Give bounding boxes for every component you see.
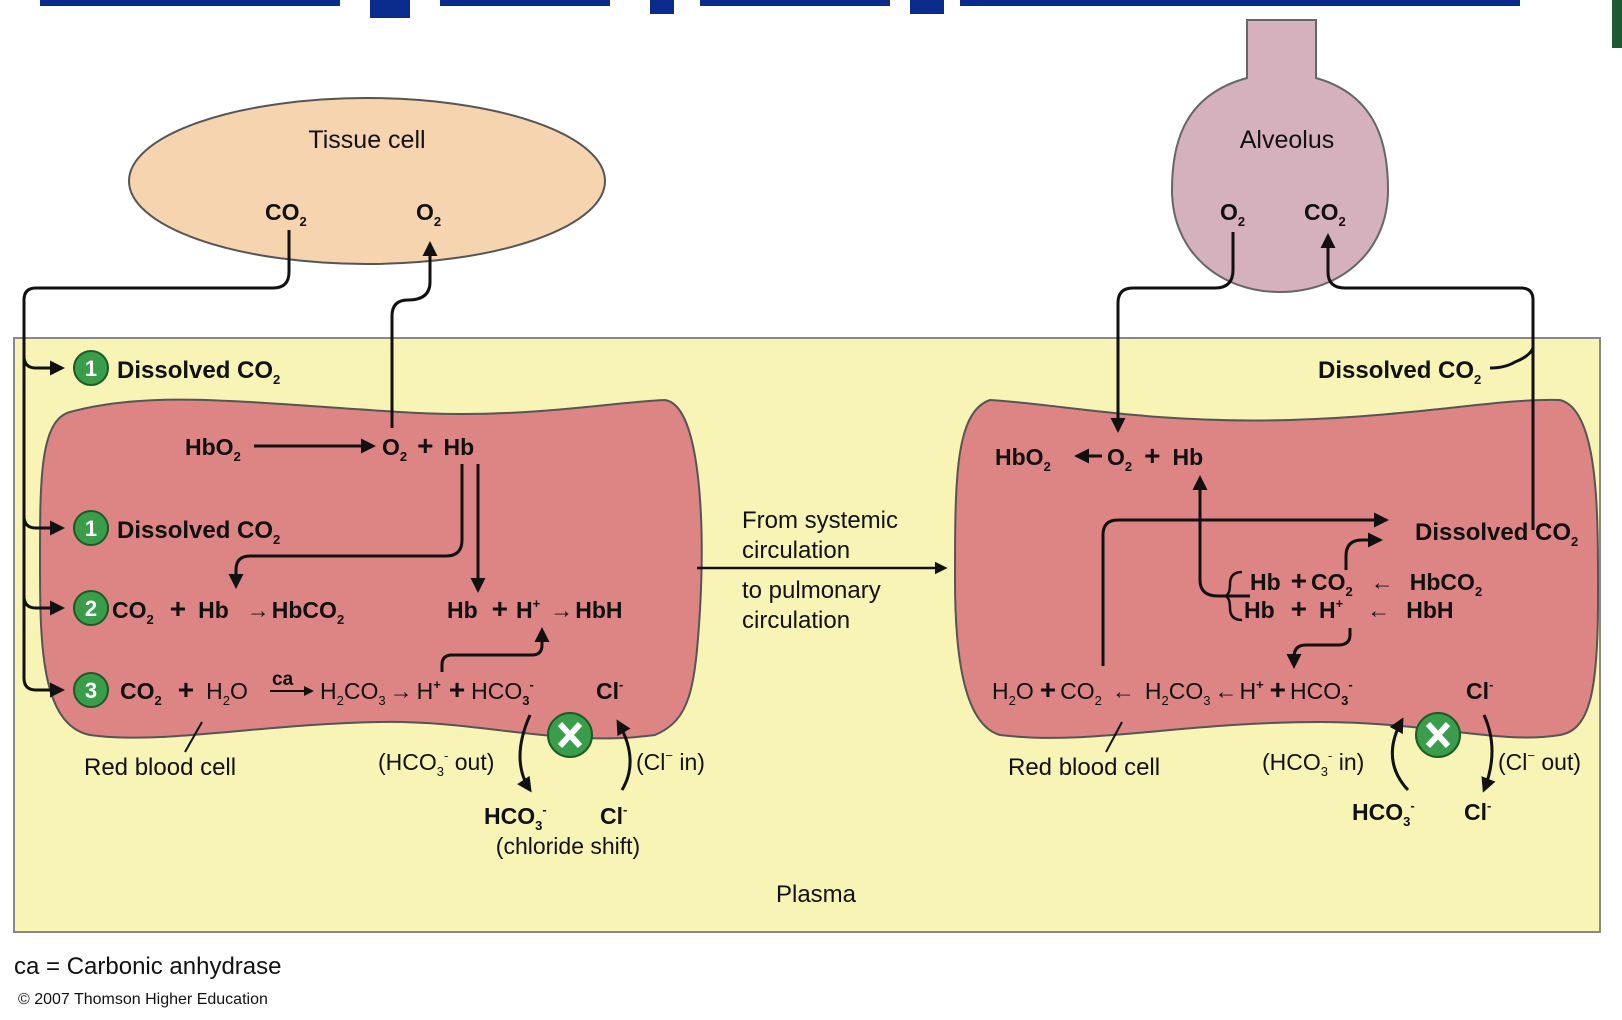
tissue-co2-label: CO2 bbox=[265, 199, 307, 229]
rbc-left-pointer bbox=[184, 721, 203, 753]
left-ca-label: ca bbox=[272, 669, 294, 690]
right-cl-in-cell: Cl- bbox=[1466, 677, 1493, 704]
hb-to-row2-arrow bbox=[228, 464, 464, 589]
alveolus-o2-label: O2 bbox=[1220, 199, 1245, 229]
right-dissolved-co2-cell: Dissolved CO2 bbox=[1415, 519, 1578, 549]
edge-bar bbox=[1612, 0, 1622, 48]
dissolved-plasma-hook bbox=[1489, 347, 1535, 370]
left-row3-equation: CO2+H2O bbox=[120, 674, 248, 708]
right-hbco2-equation: Hb+CO2←HbCO2 bbox=[1250, 565, 1482, 599]
right-hco3-in-label: (HCO3- in) bbox=[1262, 748, 1364, 779]
anion-exchanger-right bbox=[1415, 712, 1461, 758]
right-hbh-equation: Hb+H+←HbH bbox=[1244, 593, 1454, 624]
left-cl-in-cell: Cl- bbox=[596, 677, 623, 704]
right-cl-plasma: Cl- bbox=[1464, 798, 1491, 825]
left-hco3-plasma: HCO3- bbox=[484, 802, 547, 833]
red-blood-cell-right bbox=[953, 398, 1600, 739]
right-row3-equation: H2O+CO2←H2CO3←H++HCO3- bbox=[992, 674, 1353, 708]
left-cl-plasma: Cl- bbox=[600, 802, 627, 829]
carbonic-anhydrase-note: ca = Carbonic anhydrase bbox=[14, 953, 282, 980]
left-o2-plus-hb: O2+Hb bbox=[382, 430, 474, 464]
chloride-shift-label: (chloride shift) bbox=[496, 833, 640, 859]
to-pulmonary-line1: to pulmonary bbox=[742, 577, 881, 604]
co2-to-dissolved-arrow bbox=[1344, 532, 1383, 570]
hb-up-to-hbo2-arrow bbox=[1192, 475, 1250, 598]
alveolus-label: Alveolus bbox=[1240, 126, 1335, 154]
left-dissolved-co2-plasma: Dissolved CO2 bbox=[117, 357, 280, 387]
left-hbo2-row: HbO2 bbox=[185, 434, 241, 464]
right-dissolved-co2-plasma: Dissolved CO2 bbox=[1318, 357, 1481, 387]
arrow-to-dissolved-cell bbox=[22, 515, 65, 536]
alveolus-co2-label: CO2 bbox=[1304, 199, 1346, 229]
title-fragment bbox=[370, 0, 410, 18]
alveolus-shape bbox=[1170, 19, 1390, 294]
right-hco3-plasma: HCO3- bbox=[1352, 798, 1415, 829]
o2-to-tissue-line bbox=[390, 241, 438, 428]
plasma-label: Plasma bbox=[776, 881, 857, 908]
right-cl-out-label: (Cl− out) bbox=[1498, 748, 1581, 775]
from-systemic-line1: From systemic bbox=[742, 507, 898, 534]
badge-2: 2 bbox=[73, 590, 109, 626]
tissue-cell bbox=[128, 97, 606, 265]
title-fragment bbox=[960, 0, 1520, 6]
title-fragment bbox=[440, 0, 610, 6]
cropped-title-remnant bbox=[40, 0, 1622, 48]
copyright-note: © 2007 Thomson Higher Education bbox=[18, 991, 268, 1008]
right-o2-plus-hb: O2+Hb bbox=[1107, 440, 1203, 474]
h-down-to-row3-arrow bbox=[1286, 628, 1352, 669]
badge-3: 3 bbox=[73, 672, 109, 708]
left-cl-in-label: (Cl− in) bbox=[636, 748, 705, 775]
svg-text:2: 2 bbox=[85, 596, 97, 621]
from-systemic-line2: circulation bbox=[742, 537, 850, 564]
tissue-co2-out-line bbox=[22, 230, 291, 678]
left-hco3-out-label: (HCO3- out) bbox=[378, 748, 494, 779]
alveolus-o2-in-line bbox=[1110, 232, 1235, 433]
hb-brace bbox=[1223, 570, 1243, 622]
badge-1-plasma: 1 bbox=[73, 350, 109, 386]
cl-in-arrow bbox=[616, 719, 632, 791]
tissue-cell-label: Tissue cell bbox=[308, 126, 425, 154]
arrow-to-dissolved-plasma bbox=[22, 355, 65, 376]
title-fragment bbox=[910, 0, 944, 14]
hco3-in-arrow bbox=[1389, 717, 1410, 792]
right-hbo2-label: HbO2 bbox=[995, 444, 1051, 474]
left-arrows bbox=[22, 230, 632, 793]
rbc-right-pointer bbox=[1105, 721, 1123, 753]
hco3-out-arrow bbox=[517, 714, 532, 793]
title-fragment bbox=[650, 0, 674, 14]
svg-text:1: 1 bbox=[85, 516, 97, 541]
left-row2-equation: CO2+Hb→HbCO2 bbox=[112, 593, 344, 627]
svg-text:3: 3 bbox=[85, 678, 97, 703]
arrow-to-row3 bbox=[22, 677, 65, 698]
right-arrows bbox=[1074, 232, 1535, 793]
cl-out-arrow bbox=[1481, 714, 1496, 793]
left-hbh-equation: Hb+H+→HbH bbox=[447, 593, 623, 624]
tissue-o2-label: O2 bbox=[416, 199, 441, 229]
left-rbc-label: Red blood cell bbox=[84, 754, 236, 781]
arrow-to-row2 bbox=[22, 595, 65, 616]
right-rbc-label: Red blood cell bbox=[1008, 754, 1160, 781]
to-pulmonary-line2: circulation bbox=[742, 607, 850, 634]
badge-1-cell: 1 bbox=[73, 510, 109, 546]
title-fragment bbox=[40, 0, 340, 6]
co2-up-to-dissolved-arrow bbox=[1101, 512, 1389, 666]
title-fragment bbox=[700, 0, 890, 6]
anion-exchanger-left bbox=[547, 712, 593, 758]
svg-text:1: 1 bbox=[85, 356, 97, 381]
dissolved-co2-to-alveolus bbox=[1320, 233, 1535, 530]
left-h2co3-chain: H2CO3→H++HCO3- bbox=[320, 674, 534, 708]
h-to-hbh-arrow bbox=[440, 627, 550, 672]
left-dissolved-co2-cell: Dissolved CO2 bbox=[117, 517, 280, 547]
